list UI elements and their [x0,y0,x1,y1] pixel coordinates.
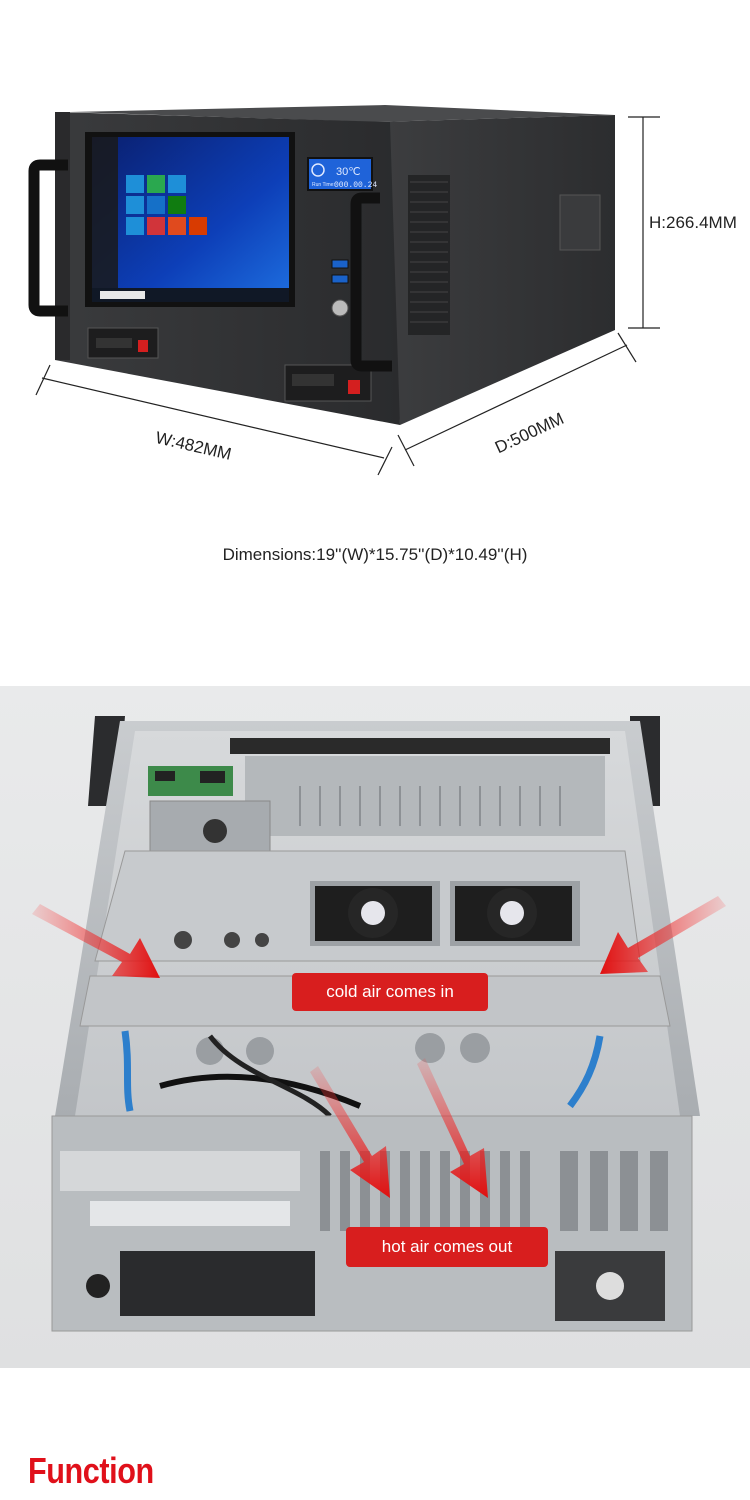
chassis-interior-photo: cold air comes in hot air comes out [0,686,750,1368]
cold-air-callout: cold air comes in [292,973,488,1011]
lcd-runtime-value: 000.00.24 [334,181,377,190]
lcd-runtime-label: Run Time: [312,182,335,188]
cold-air-label: cold air comes in [326,982,454,1001]
dimensions-caption: Dimensions:19''(W)*15.75''(D)*10.49''(H) [222,545,528,564]
lcd-temperature: 30℃ [336,166,361,178]
height-dimension-label: H:266.4MM [649,213,737,232]
hot-air-label: hot air comes out [381,1237,513,1256]
hot-air-callout: hot air comes out [346,1227,548,1267]
chassis-front-illustration: 30℃ Run Time: 000.00.24 [28,105,660,476]
section-title: Function [28,1450,154,1491]
chassis-interior-illustration [32,716,726,1332]
